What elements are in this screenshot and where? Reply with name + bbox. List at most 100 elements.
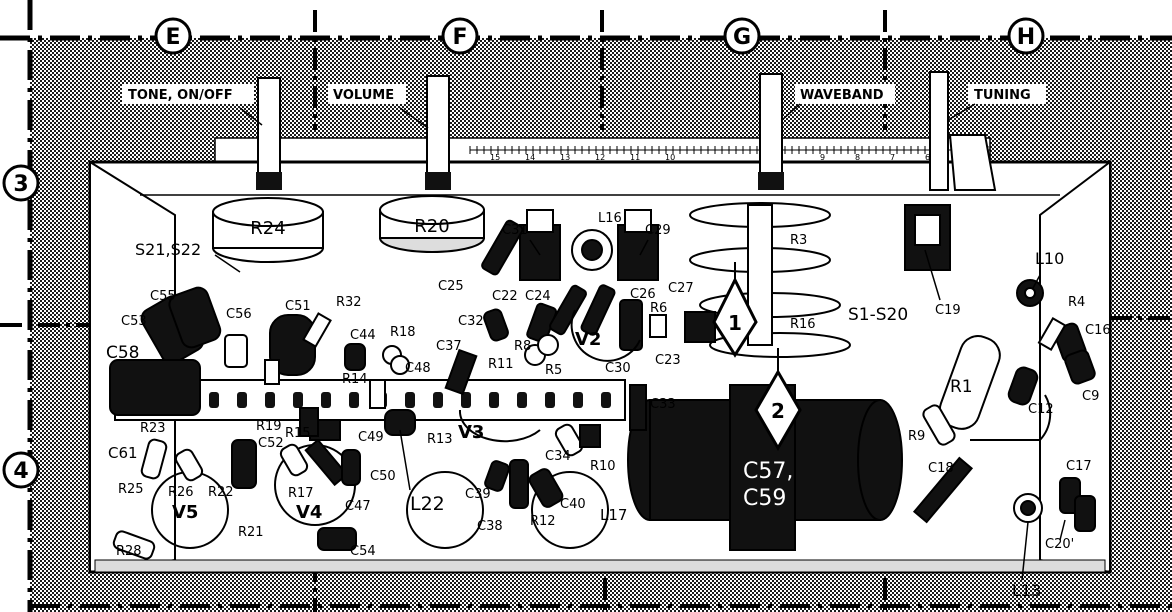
svg-text:R12: R12: [530, 514, 556, 529]
svg-text:R20: R20: [414, 216, 449, 237]
svg-text:C52: C52: [258, 436, 284, 451]
svg-text:C29: C29: [645, 223, 671, 238]
svg-text:R17: R17: [288, 486, 314, 501]
svg-text:15: 15: [490, 153, 500, 162]
rail-pin: [433, 392, 443, 408]
svg-text:V4: V4: [296, 502, 322, 523]
svg-text:C51: C51: [285, 299, 311, 314]
component-shapes: [109, 202, 1096, 560]
svg-text:C32: C32: [458, 314, 484, 329]
svg-text:C18: C18: [928, 461, 954, 476]
svg-text:C49: C49: [358, 430, 384, 445]
svg-text:V5: V5: [172, 502, 198, 523]
callout-2: 2: [754, 348, 802, 451]
column-marker-G: G: [723, 17, 761, 55]
column-marker-F: F: [441, 17, 479, 55]
tuning-scale: 15 14 13 12 11 10 9 8 7 6: [214, 137, 991, 165]
svg-text:R32: R32: [336, 295, 362, 310]
column-marker-H: H: [1007, 17, 1045, 55]
svg-text:S1-S20: S1-S20: [848, 305, 908, 325]
svg-text:R26: R26: [168, 485, 194, 500]
svg-text:L10: L10: [1035, 249, 1064, 268]
svg-text:C24: C24: [525, 289, 551, 304]
svg-text:C53: C53: [121, 314, 147, 329]
svg-text:C39: C39: [465, 487, 491, 502]
svg-text:C23: C23: [655, 353, 681, 368]
svg-text:7: 7: [890, 153, 895, 162]
svg-text:R13: R13: [427, 432, 453, 447]
svg-text:C9: C9: [1082, 389, 1099, 404]
svg-text:C34: C34: [545, 449, 571, 464]
rail-pin: [349, 392, 359, 408]
svg-text:C59: C59: [743, 486, 786, 511]
svg-text:C19: C19: [935, 303, 961, 318]
rail-pin: [209, 392, 219, 408]
row-label-3: 3: [13, 172, 28, 197]
svg-text:R5: R5: [545, 363, 562, 378]
svg-text:C16: C16: [1085, 323, 1111, 338]
svg-text:R6: R6: [650, 301, 667, 316]
svg-text:C48: C48: [405, 361, 431, 376]
svg-text:R8: R8: [514, 339, 531, 354]
svg-text:C27: C27: [668, 281, 694, 296]
tone-shaft: [256, 77, 282, 190]
svg-text:1: 1: [728, 311, 742, 335]
svg-text:C26: C26: [630, 287, 656, 302]
svg-text:L13: L13: [1012, 581, 1041, 600]
svg-text:R25: R25: [118, 482, 144, 497]
svg-text:L16: L16: [598, 211, 622, 226]
svg-text:C25: C25: [438, 279, 464, 294]
control-label-waveband: WAVEBAND: [781, 84, 895, 121]
svg-text:C47: C47: [345, 499, 371, 514]
rail-pin: [321, 392, 331, 408]
svg-text:R10: R10: [590, 459, 616, 474]
svg-text:C31: C31: [502, 223, 528, 238]
svg-text:R21: R21: [238, 525, 264, 540]
svg-text:C30: C30: [605, 361, 631, 376]
svg-text:R14: R14: [342, 372, 368, 387]
svg-text:14: 14: [525, 153, 535, 162]
svg-text:R28: R28: [116, 544, 142, 559]
svg-text:C37: C37: [436, 339, 462, 354]
svg-text:C38: C38: [477, 519, 503, 534]
callout-1: 1: [712, 262, 758, 358]
volume-shaft: [425, 75, 451, 190]
svg-text:TUNING: TUNING: [974, 88, 1031, 103]
svg-text:11: 11: [630, 153, 640, 162]
pot-r24: R24: [212, 197, 324, 263]
rail-pin: [517, 392, 527, 408]
row-label-4: 4: [13, 459, 28, 484]
svg-text:C33: C33: [650, 397, 676, 412]
svg-text:C57,: C57,: [743, 459, 793, 484]
svg-text:C54: C54: [350, 544, 376, 559]
svg-text:R15: R15: [285, 426, 311, 441]
svg-text:C20': C20': [1045, 537, 1074, 552]
svg-text:L17: L17: [600, 506, 627, 524]
column-label-g: G: [733, 25, 751, 50]
column-label-h: H: [1017, 25, 1035, 50]
svg-text:TONE, ON/OFF: TONE, ON/OFF: [128, 88, 233, 103]
svg-text:2: 2: [771, 399, 785, 423]
svg-text:C55: C55: [150, 289, 176, 304]
svg-text:C56: C56: [226, 307, 252, 322]
rail-pin: [293, 392, 303, 408]
svg-text:R3: R3: [790, 233, 807, 248]
svg-text:R9: R9: [908, 429, 925, 444]
svg-text:R19: R19: [256, 419, 282, 434]
svg-text:C44: C44: [350, 328, 376, 343]
svg-text:R4: R4: [1068, 295, 1085, 310]
svg-text:V3: V3: [458, 422, 484, 443]
svg-text:L22: L22: [410, 493, 445, 515]
column-label-e: E: [165, 25, 180, 50]
svg-text:6: 6: [925, 153, 930, 162]
rail-pin: [461, 392, 471, 408]
svg-text:C50: C50: [370, 469, 396, 484]
svg-text:R23: R23: [140, 421, 166, 436]
rail-pin: [405, 392, 415, 408]
svg-text:R22: R22: [208, 485, 234, 500]
svg-text:R24: R24: [250, 218, 285, 239]
svg-text:V2: V2: [575, 329, 601, 350]
control-label-volume: VOLUME: [328, 84, 429, 129]
